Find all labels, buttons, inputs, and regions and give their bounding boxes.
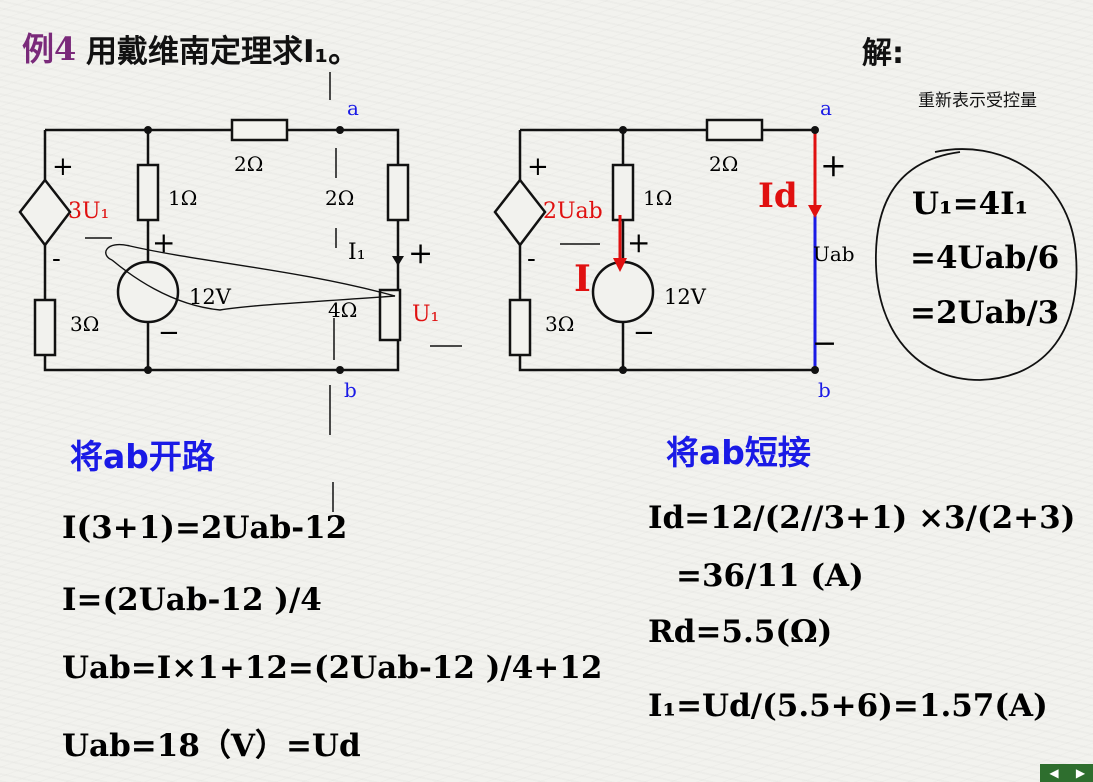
left-r4-label: 4Ω	[328, 298, 358, 322]
right-node-a: a	[820, 96, 832, 120]
right-r3-label: 3Ω	[545, 312, 575, 336]
page-title: 用戴维南定理求I₁。	[86, 34, 360, 70]
note-controlled-source: 重新表示受控量	[918, 91, 1037, 111]
left-r3-label: 2Ω	[325, 186, 355, 210]
circle-eq-line3: =2Uab/3	[910, 295, 1060, 331]
right-eq-2: =36/11 (A)	[676, 558, 864, 594]
right-r2-label: 2Ω	[709, 152, 739, 176]
left-source-label: 3U₁	[68, 199, 110, 224]
right-eq-1: Id=12/(2//3+1) ×3/(2+3)	[648, 500, 1076, 536]
solution-label: 解:	[862, 36, 904, 71]
left-r1-label: 1Ω	[168, 186, 198, 210]
right-minus-sign: -	[527, 244, 536, 274]
left-r5-label: 3Ω	[70, 312, 100, 336]
right-current-i: I	[574, 258, 591, 300]
right-uab-label: Uab	[813, 242, 855, 266]
next-slide-button[interactable]: ▶	[1068, 764, 1093, 782]
right-eq-3: Rd=5.5(Ω)	[648, 614, 833, 650]
uab-plus-sign: +	[820, 146, 847, 184]
uab-minus-sign: −	[812, 326, 838, 361]
left-current-label: I₁	[348, 240, 366, 265]
open-circuit-heading: 将ab开路	[70, 437, 215, 476]
left-eq-1: I(3+1)=2Uab-12	[62, 510, 348, 546]
right-eq-4: I₁=Ud/(5.5+6)=1.57(A)	[648, 688, 1048, 724]
left-node-a: a	[347, 96, 359, 120]
left-eq-2: I=(2Uab-12 )/4	[62, 582, 322, 618]
right-current-id: Id	[758, 176, 798, 216]
left-node-b: b	[344, 378, 357, 402]
source-plus-sign: +	[152, 226, 176, 259]
left-eq-3: Uab=I×1+12=(2Uab-12 )/4+12	[62, 650, 603, 686]
example-number: 例4	[22, 30, 77, 68]
circle-eq-line1: U₁=4I₁	[912, 186, 1029, 222]
source-minus-sign: −	[158, 318, 180, 348]
u1-plus-sign: +	[408, 236, 434, 271]
left-r2-label: 2Ω	[234, 152, 264, 176]
left-voltage-label: 12V	[189, 285, 231, 309]
right-r1-label: 1Ω	[643, 186, 673, 210]
right-source-plus: +	[627, 226, 651, 259]
left-minus-sign: -	[52, 244, 61, 274]
left-plus-sign: +	[52, 152, 74, 182]
circle-eq-line2: =4Uab/6	[910, 240, 1060, 276]
left-u1-label: U₁	[412, 302, 440, 327]
right-node-b: b	[818, 378, 831, 402]
prev-slide-button[interactable]: ◀	[1040, 764, 1068, 782]
left-eq-4: Uab=18（V）=Ud	[62, 728, 361, 764]
right-voltage-label: 12V	[664, 285, 706, 309]
short-circuit-heading: 将ab短接	[666, 433, 811, 472]
right-plus-sign: +	[527, 152, 549, 182]
right-source-label: 2Uab	[543, 199, 603, 224]
right-source-minus: −	[633, 318, 655, 348]
